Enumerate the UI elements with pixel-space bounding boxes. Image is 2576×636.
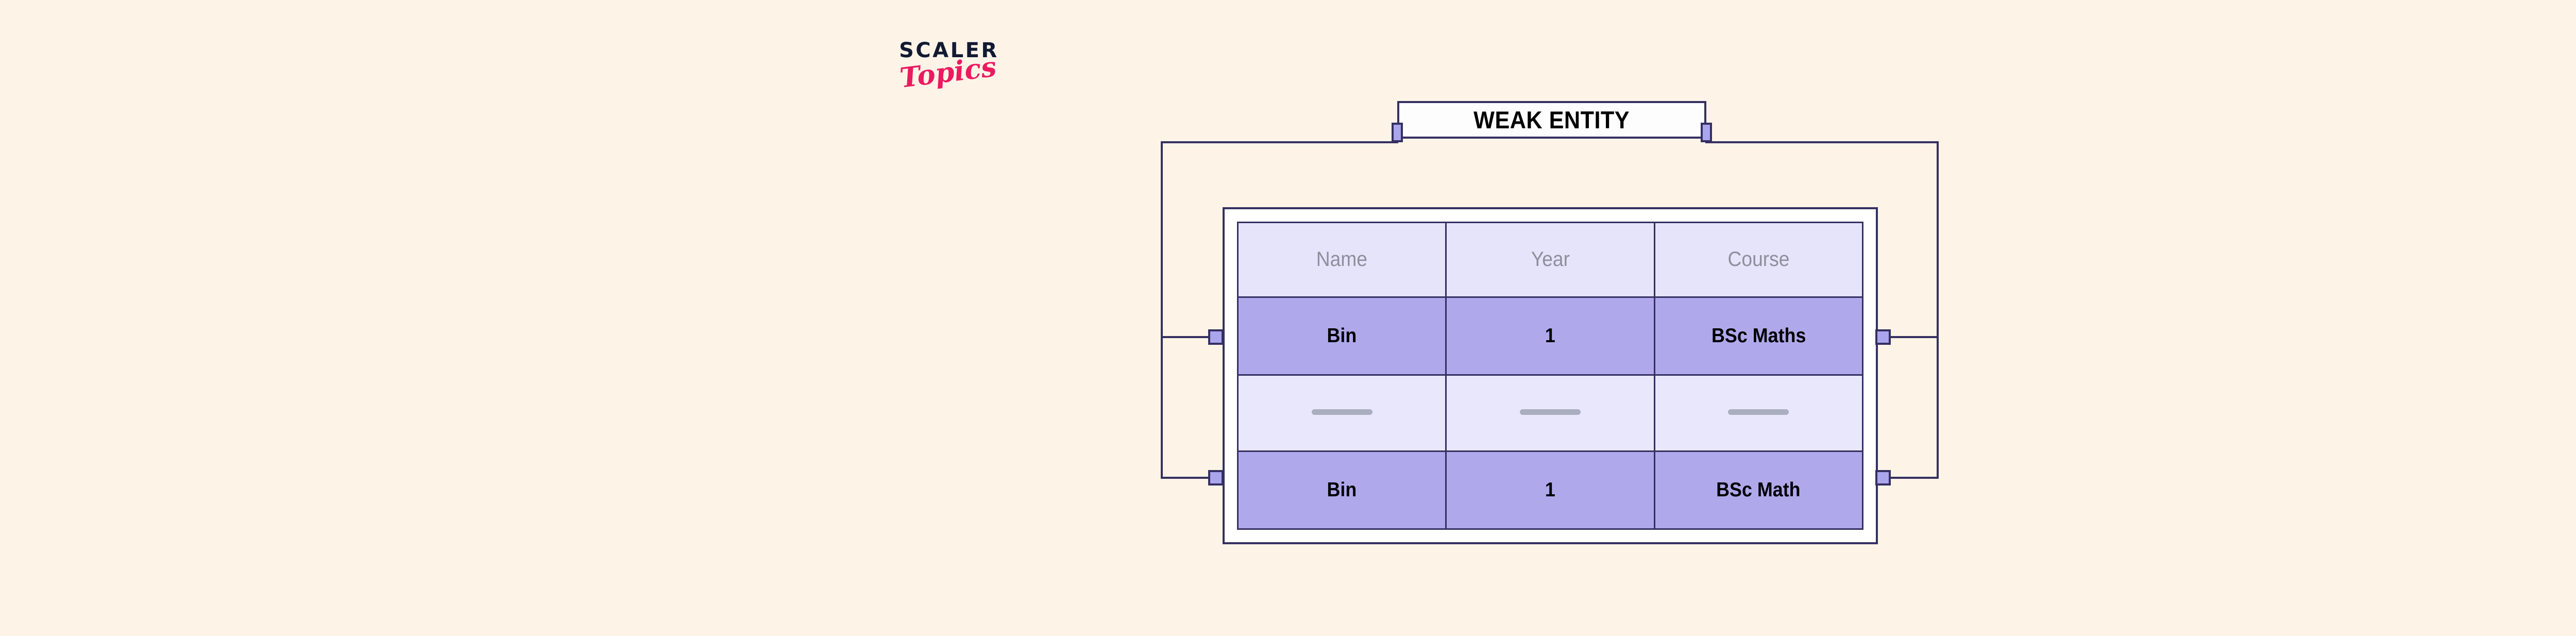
table-left-handle-row1[interactable] <box>1208 329 1224 345</box>
weak-entity-table: Name Year Course Bin 1 <box>1236 222 1864 530</box>
table-cell-placeholder-name <box>1236 374 1447 452</box>
table-cell-placeholder-course <box>1653 374 1864 452</box>
cell-value-name: Bin <box>1327 324 1357 347</box>
entity-right-connector-handle[interactable] <box>1701 123 1712 142</box>
wire-entity-left-horizontal <box>1161 141 1398 143</box>
placeholder-dash-icon <box>1728 409 1789 415</box>
table-right-handle-row3[interactable] <box>1875 470 1891 486</box>
table-cell-course: BSc Maths <box>1653 296 1864 376</box>
table-cell-course: BSc Math <box>1653 450 1864 530</box>
cell-value-name: Bin <box>1327 478 1357 501</box>
table-cell-year: 1 <box>1445 450 1655 530</box>
table-right-handle-row1[interactable] <box>1875 329 1891 345</box>
cell-value-year: 1 <box>1545 478 1555 501</box>
cell-value-course: BSc Math <box>1716 478 1801 501</box>
table-header-row: Name Year Course <box>1236 222 1864 298</box>
cell-value-course: BSc Maths <box>1711 324 1806 347</box>
wire-right-vertical-rail <box>1937 141 1939 479</box>
table-cell-name: Bin <box>1236 450 1447 530</box>
wire-left-vertical-rail <box>1161 141 1163 479</box>
table-header-cell-year: Year <box>1445 222 1655 298</box>
scaler-topics-logo: SCALER Topics <box>898 39 1054 128</box>
placeholder-dash-icon <box>1311 409 1372 415</box>
table-row-placeholder <box>1236 374 1864 452</box>
weak-entity-label: WEAK ENTITY <box>1473 106 1630 133</box>
weak-entity-table-frame: Name Year Course Bin 1 <box>1223 207 1878 544</box>
table-header-cell-course: Course <box>1653 222 1864 298</box>
column-header-course: Course <box>1727 248 1790 271</box>
column-header-name: Name <box>1316 248 1368 271</box>
table-row: Bin 1 BSc Math <box>1236 450 1864 530</box>
table-cell-name: Bin <box>1236 296 1447 376</box>
table-row: Bin 1 BSc Maths <box>1236 296 1864 376</box>
column-header-year: Year <box>1531 248 1570 271</box>
entity-left-connector-handle[interactable] <box>1392 123 1403 142</box>
cell-value-year: 1 <box>1545 324 1555 347</box>
logo-scaler-text: SCALER <box>899 39 999 62</box>
weak-entity-box[interactable]: WEAK ENTITY <box>1397 101 1706 139</box>
table-left-handle-row3[interactable] <box>1208 470 1224 486</box>
table-cell-year: 1 <box>1445 296 1655 376</box>
wire-entity-right-horizontal <box>1705 141 1939 143</box>
placeholder-dash-icon <box>1519 409 1581 415</box>
table-cell-placeholder-year <box>1445 374 1655 452</box>
table-header-cell-name: Name <box>1236 222 1447 298</box>
